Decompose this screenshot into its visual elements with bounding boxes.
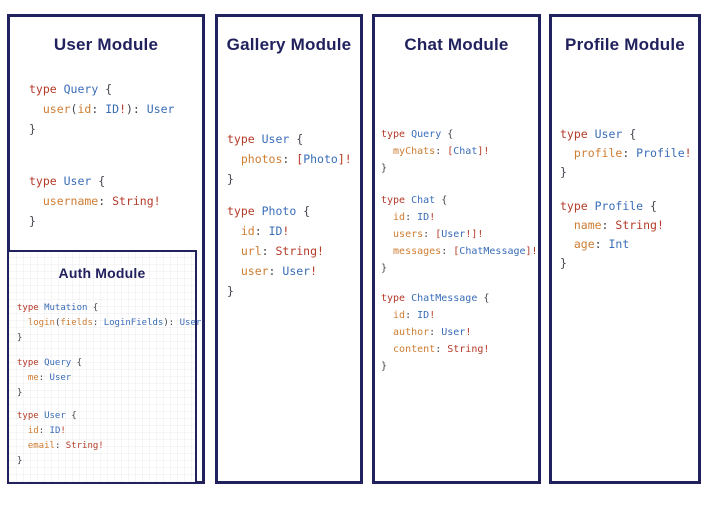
code-block: type Chat { id: ID! users: [User!]! mess…: [381, 195, 538, 274]
panel-chat-module: Chat Module type Query { myChats: [Chat]…: [372, 14, 541, 484]
code-block: type Query { me: User }: [17, 358, 83, 398]
panel-profile-module: Profile Module type User { profile: Prof…: [549, 14, 701, 484]
panel-title-user-module: User Module: [53, 35, 159, 54]
panel-gallery-module: Gallery Module type User { photos: [Phot…: [215, 14, 363, 484]
panel-auth-module: Auth Module type Mutation { login(fields…: [7, 250, 201, 484]
code-block: type User { profile: Profile! }: [560, 127, 692, 179]
code-block: type Profile { name: String! age: Int }: [560, 199, 664, 270]
panel-title-gallery-module: Gallery Module: [226, 35, 352, 54]
code-block: type Query { user(id: ID!): User }: [29, 82, 175, 136]
code-block: type User { id: ID! email: String! }: [17, 411, 104, 466]
panel-user-module: User Module type Query { user(id: ID!): …: [7, 14, 205, 484]
panel-title-profile-module: Profile Module: [565, 35, 685, 54]
panel-title-auth-module: Auth Module: [58, 265, 146, 281]
code-block: type User { username: String! }: [29, 174, 161, 228]
code-block: type Mutation { login(fields: LoginField…: [17, 303, 202, 343]
code-block: type Photo { id: ID! url: String! user: …: [227, 204, 324, 298]
panel-title-chat-module: Chat Module: [404, 35, 509, 54]
code-block: type User { photos: [Photo]! }: [227, 132, 352, 186]
code-block: type Query { myChats: [Chat]! }: [381, 129, 490, 174]
code-block: type ChatMessage { id: ID! author: User!…: [381, 293, 490, 372]
